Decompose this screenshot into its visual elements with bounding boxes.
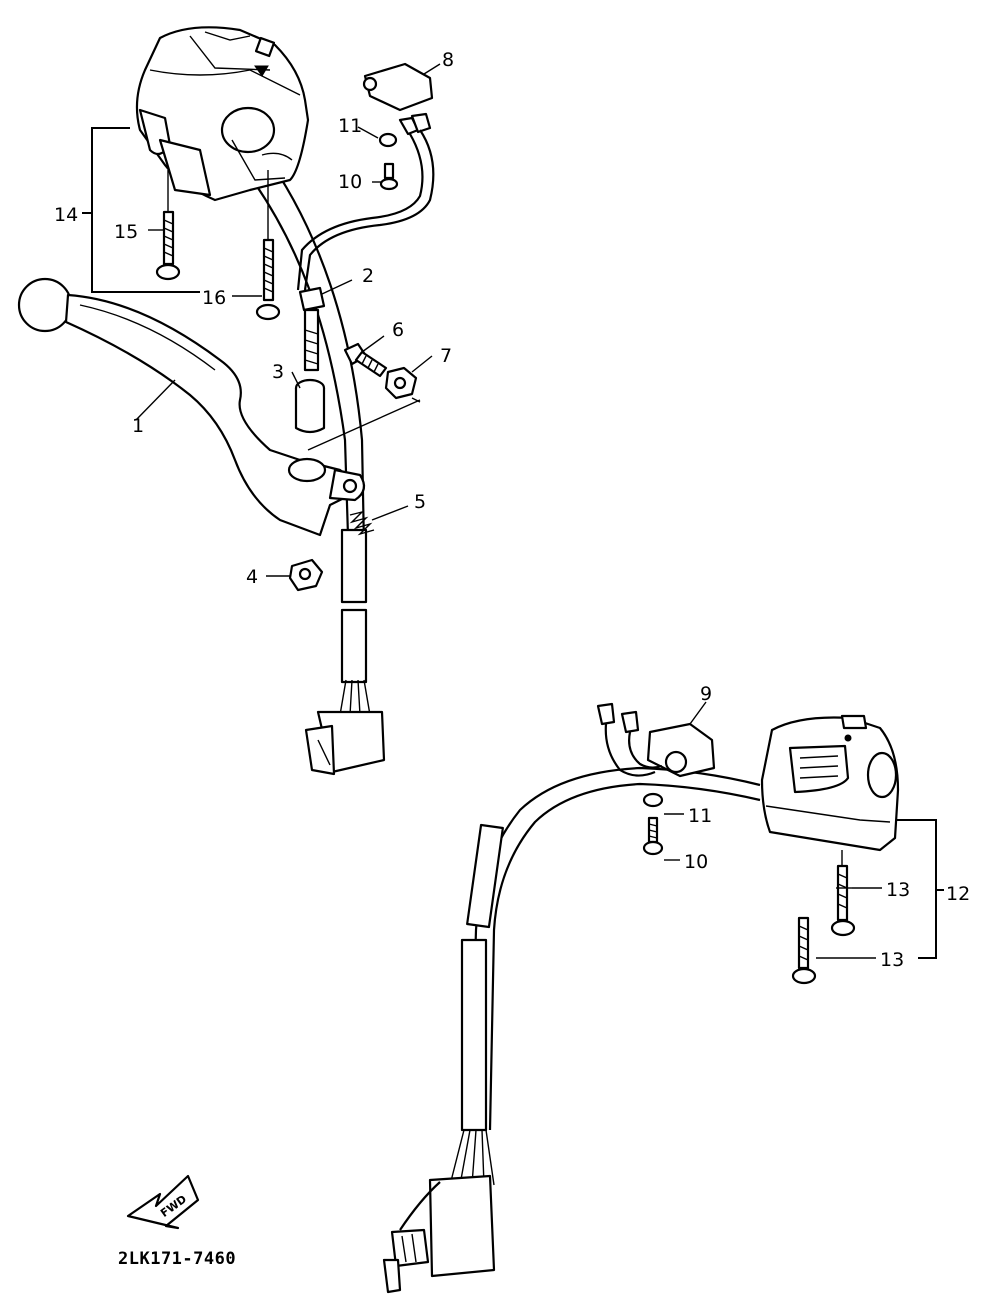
right-switch-cable — [449, 766, 761, 1186]
callout-13-upper: 13 — [886, 879, 910, 901]
callout-7: 7 — [440, 345, 452, 367]
screw-15 — [155, 170, 181, 281]
screw-16 — [255, 170, 281, 321]
right-switch-housing — [760, 714, 900, 852]
callout-6: 6 — [392, 319, 404, 341]
washer-11-upper — [378, 132, 398, 148]
callout-11-lower: 11 — [688, 805, 712, 827]
callout-16: 16 — [202, 287, 226, 309]
callout-4: 4 — [246, 566, 258, 588]
collar-3 — [294, 378, 326, 434]
washer-11-lower — [642, 792, 664, 808]
lock-nut-7 — [384, 366, 418, 400]
callout-8: 8 — [442, 49, 454, 71]
rear-stop-switch-9 — [596, 702, 716, 778]
screw-13-upper — [830, 850, 856, 937]
callout-1: 1 — [132, 415, 144, 437]
left-connector — [304, 710, 386, 776]
callout-12: 12 — [946, 883, 970, 905]
callout-2: 2 — [362, 265, 374, 287]
right-connector — [382, 1174, 496, 1294]
callout-10-upper: 10 — [338, 171, 362, 193]
brake-lever — [17, 277, 366, 537]
callout-9: 9 — [700, 683, 712, 705]
bracket-12 — [896, 819, 944, 959]
callout-10-lower: 10 — [684, 851, 708, 873]
left-switch-housing — [135, 26, 310, 202]
fwd-arrow: FWD — [126, 1174, 200, 1230]
screw-10-upper — [379, 162, 399, 191]
screw-13-lower — [791, 916, 817, 985]
alignment-guides — [307, 397, 421, 451]
leader-lines-right — [664, 701, 882, 959]
callout-13-lower: 13 — [880, 949, 904, 971]
screw-10-lower — [642, 816, 664, 856]
callout-5: 5 — [414, 491, 426, 513]
pivot-bolt-2 — [298, 286, 326, 372]
part-code: 2LK171-7460 — [118, 1249, 236, 1269]
nut-4 — [288, 558, 324, 592]
spring-5 — [349, 510, 375, 536]
front-stop-switch-8 — [296, 62, 435, 291]
bracket-14 — [82, 127, 200, 293]
adjuster-screw-6 — [343, 342, 388, 378]
leader-lines-left — [135, 63, 441, 577]
callout-3: 3 — [272, 361, 284, 383]
left-switch-cable — [237, 149, 371, 716]
callout-14: 14 — [54, 204, 78, 226]
callout-15: 15 — [114, 221, 138, 243]
callout-11-upper: 11 — [338, 115, 362, 137]
